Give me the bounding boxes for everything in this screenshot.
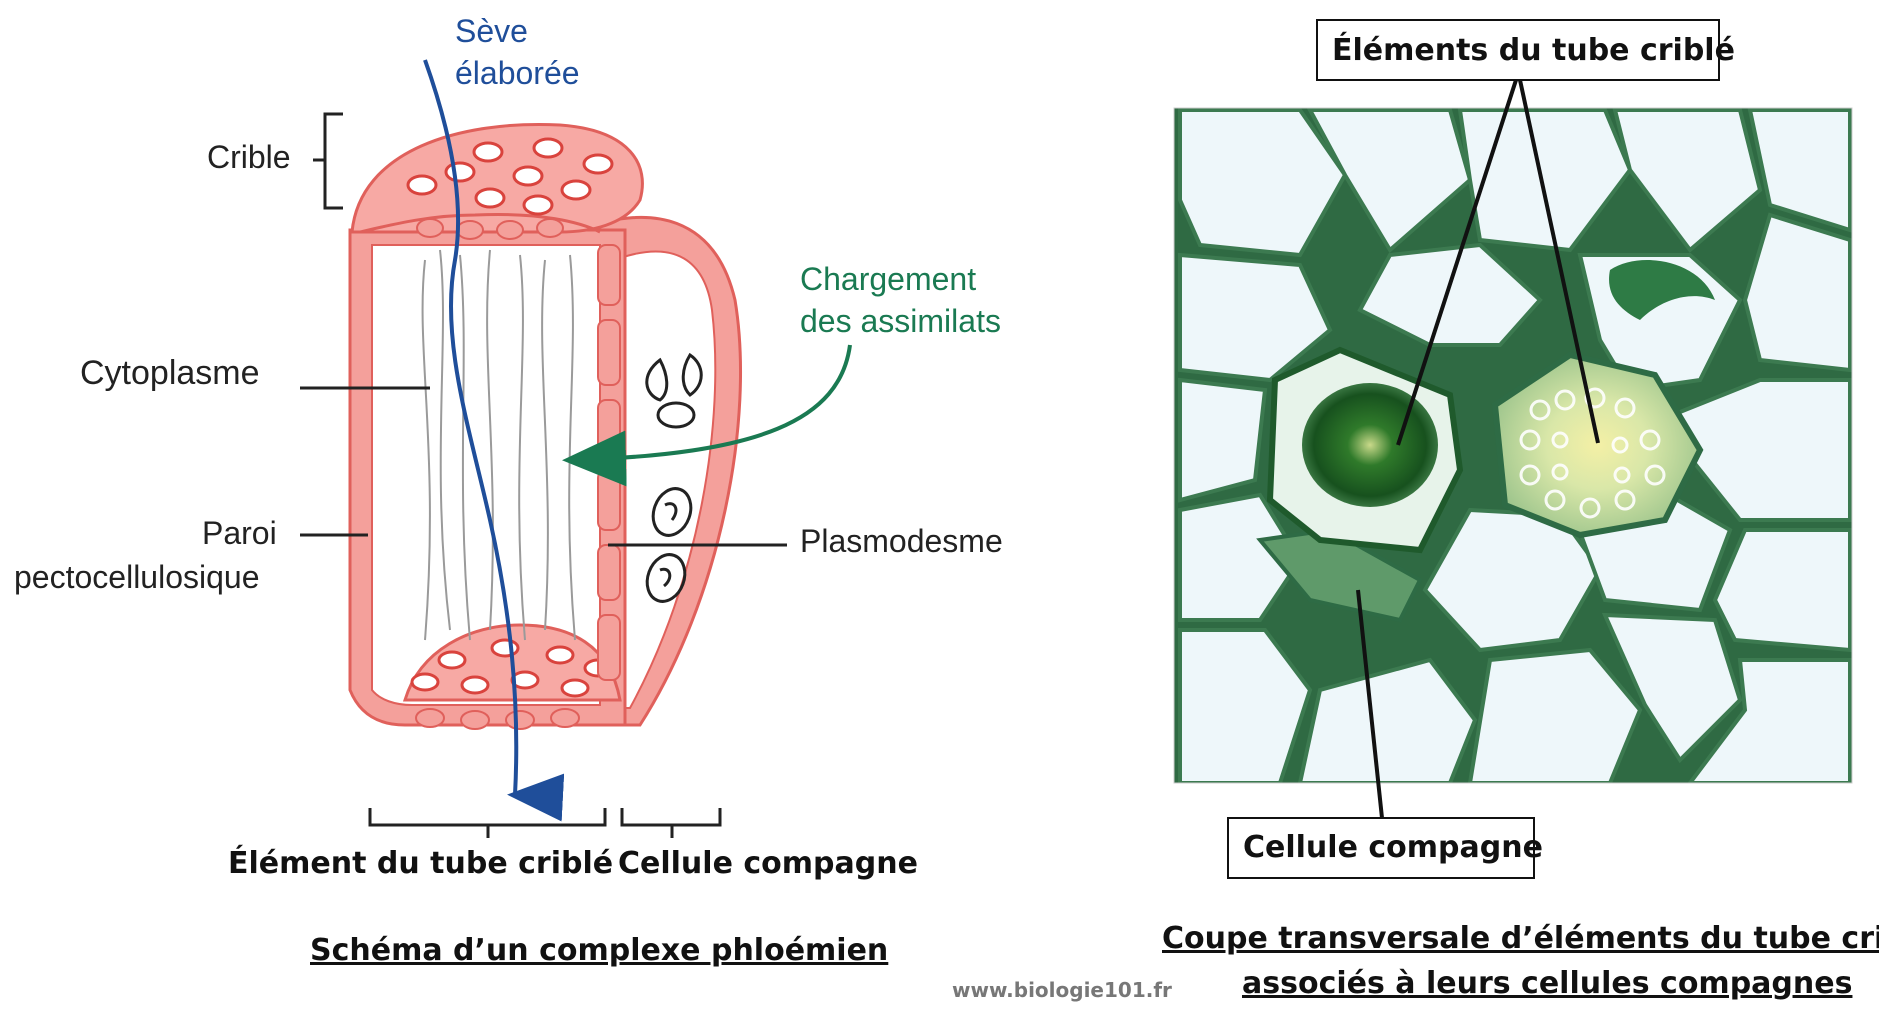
credit: www.biologie101.fr [952,978,1172,1002]
loading-arrow [562,344,852,487]
label-chargement: Chargement [800,261,976,297]
label-cellule-compagne-right: Cellule compagne [1243,830,1543,865]
micrograph: Éléments du tube criblé Cellule compagne… [1162,19,1879,1001]
phloem-schema: Sève élaborée Crible Chargement des assi… [14,13,1003,968]
pointer-sieve-plate [1518,79,1600,444]
label-plasmodesme: Plasmodesme [800,523,1003,559]
companion-organelles [645,352,703,603]
sap-flow-arrow [423,59,565,822]
label-cellule-compagne-left: Cellule compagne [618,846,918,881]
label-assimilats: des assimilats [800,303,1001,339]
label-pecto: pectocellulosique [14,559,260,595]
sieve-tube-bracket [368,808,607,838]
label-elaboree: élaborée [455,55,580,91]
label-elements-tube: Éléments du tube criblé [1332,32,1735,68]
label-paroi: Paroi [202,515,277,551]
cytoplasm-strands [421,249,576,641]
micro-caption-2: associés à leurs cellules compagnes [1242,966,1852,1001]
pointer-sieve-dark [1396,79,1518,446]
label-seve: Sève [455,13,528,49]
micro-sieve-element-plate [1491,351,1704,539]
companion-bracket [620,808,722,838]
pointer-companion [1356,589,1384,819]
schema-caption: Schéma d’un complexe phloémien [310,933,888,968]
crible-bracket [313,112,343,210]
label-crible: Crible [207,139,291,175]
micro-caption-1: Coupe transversale d’éléments du tube cr… [1162,921,1879,956]
top-sieve-plate [350,122,644,240]
companion-cell-interior [619,250,717,709]
sieve-label-box [1316,19,1720,81]
label-cytoplasme: Cytoplasme [80,354,260,392]
companion-label-box [1227,817,1535,879]
label-element-tube: Élément du tube criblé [228,845,613,881]
